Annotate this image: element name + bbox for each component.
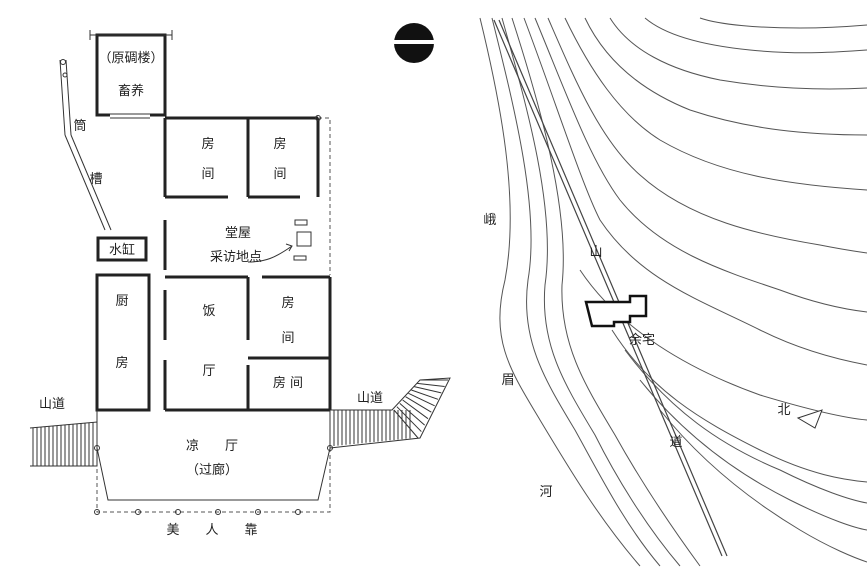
dining-label-1: 饭: [202, 304, 215, 319]
shrine-icon: [296, 231, 312, 247]
bench: [293, 255, 307, 261]
residence-label: 余宅: [629, 332, 655, 348]
water-vat-box: [96, 236, 148, 262]
room-1-label-2: 间: [201, 167, 214, 182]
contour-lines: [491, 17, 867, 567]
livestock-label: 畜养: [118, 83, 144, 99]
altar-table: [294, 219, 308, 226]
water-vat-label: 水缸: [109, 242, 135, 258]
site-map: 峨 眉 河 山 道 余宅 北: [479, 17, 867, 567]
room-3-label-1: 房: [281, 295, 294, 311]
room-4-label: 房 间: [273, 375, 303, 391]
old-blockhouse-label: （原碉楼）: [98, 51, 163, 66]
mountain-road-line-2: [498, 19, 728, 557]
mountain-road-left-label: 山道: [39, 397, 65, 412]
pipe-trough: [59, 59, 112, 231]
main-building-walls: [95, 115, 332, 412]
blockhouse-room: [89, 30, 173, 119]
mountain-road-line-1: [493, 19, 723, 557]
corridor-label: （过廊）: [186, 462, 238, 478]
site-label-mei: 眉: [501, 373, 514, 388]
interview-site-label: 采访地点: [210, 250, 262, 265]
kitchen-label-1: 厨: [115, 294, 128, 309]
room-1-label-1: 房: [201, 136, 214, 152]
north-arrow-icon: [796, 409, 823, 429]
river-bank: [479, 17, 641, 567]
site-label-shan: 山: [589, 245, 602, 260]
main-hall-label: 堂屋: [225, 226, 251, 241]
room-3-label-2: 间: [281, 331, 294, 346]
site-label-e: 峨: [483, 213, 496, 228]
site-label-he: 河: [539, 485, 552, 500]
north-label: 北: [777, 403, 790, 418]
cool-hall-label: 凉 厅: [186, 439, 238, 454]
site-label-dao: 道: [669, 435, 682, 450]
left-stairs: [29, 421, 98, 467]
room-2-label-1: 房: [273, 136, 286, 152]
room-2-label-2: 间: [273, 167, 286, 182]
pipe-trough-label-1: 筒: [73, 118, 86, 134]
mountain-road-right-label: 山道: [357, 391, 383, 406]
dining-label-2: 厅: [202, 364, 215, 379]
interview-pointer-arrow: [247, 245, 293, 263]
right-stairs: [329, 377, 451, 449]
beauty-rest-label: 美 人 靠: [166, 523, 257, 538]
kitchen-label-2: 房: [115, 355, 128, 371]
orientation-symbol: [394, 23, 434, 63]
pipe-trough-label-2: 槽: [89, 172, 102, 187]
residence-footprint: [584, 294, 648, 328]
floor-plan: （原碉楼） 畜养 筒 槽 水缸: [29, 30, 451, 538]
